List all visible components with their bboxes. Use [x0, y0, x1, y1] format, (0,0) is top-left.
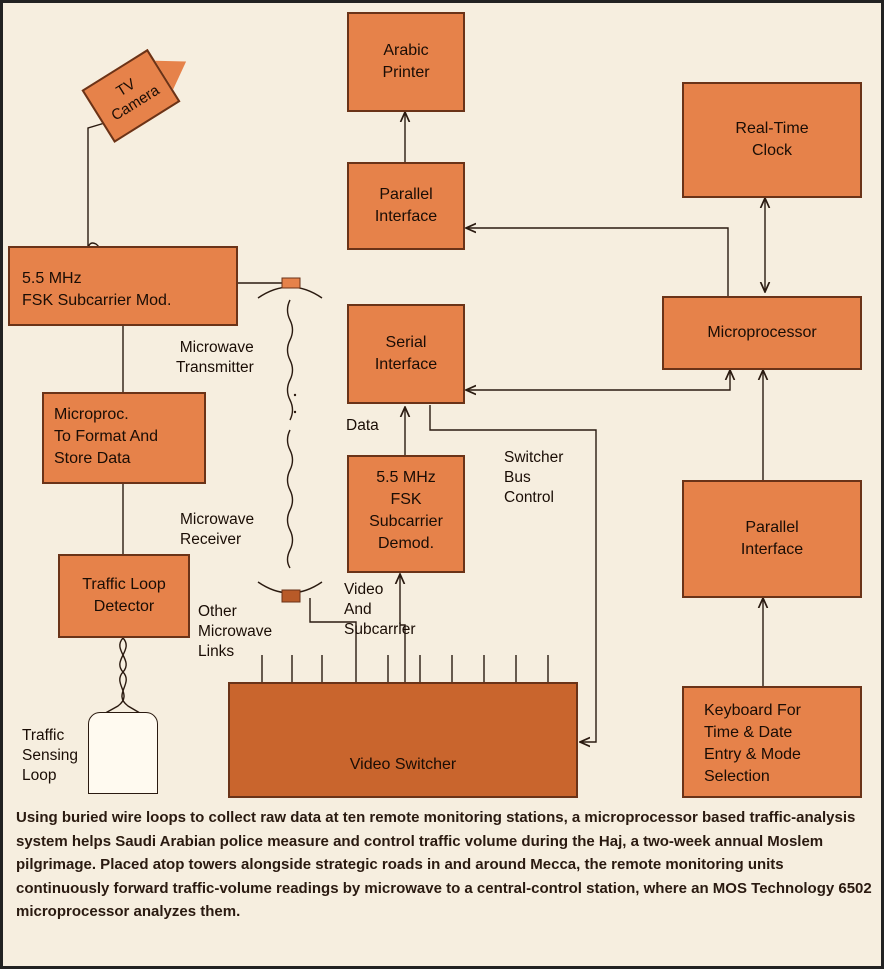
loop-twisted-wire-2 — [119, 637, 146, 717]
real-time-clock-box: Real-Time Clock — [682, 82, 862, 198]
parallel-interface-right-box: Parallel Interface — [682, 480, 862, 598]
microwave-receiver-label: Microwave Receiver — [180, 511, 255, 548]
traffic-sensing-loop-label: Traffic Sensing Loop — [22, 727, 79, 784]
arabic-printer-box: Arabic Printer — [347, 12, 465, 112]
traffic-sensing-loop — [88, 712, 158, 794]
fsk-demod-box: 5.5 MHz FSK Subcarrier Demod. — [347, 455, 465, 573]
figure-caption: Using buried wire loops to collect raw d… — [16, 809, 872, 921]
micro-to-parallel-line — [466, 228, 729, 296]
switcher-bus-control-label: Switcher Bus Control — [504, 449, 564, 506]
keyboard-box: Keyboard For Time & Date Entry & Mode Se… — [682, 686, 862, 798]
microprocessor-box: Microprocessor — [662, 296, 862, 370]
other-microwave-links-label: Other Microwave Links — [198, 603, 273, 660]
micro-to-serial-line — [466, 370, 730, 390]
camera-cable — [87, 121, 109, 260]
microwave-transmitter-label: Microwave Transmitter — [176, 339, 254, 376]
microwave-signal — [286, 299, 294, 421]
transmitter-feed-icon — [281, 277, 301, 289]
traffic-loop-detector-box: Traffic Loop Detector — [58, 554, 190, 638]
receiver-feed-icon — [281, 589, 301, 603]
parallel-interface-top-box: Parallel Interface — [347, 162, 465, 250]
transmitter-dish-icon — [257, 286, 323, 299]
data-label: Data — [346, 417, 379, 434]
microproc-format-box: Microproc. To Format And Store Data — [42, 392, 206, 484]
receiver-to-switcher-line — [309, 598, 357, 682]
loop-twisted-wire — [99, 637, 127, 717]
video-subcarrier-line — [400, 574, 406, 682]
video-switcher-box: Video Switcher — [228, 682, 578, 798]
video-and-subcarrier-label: Video And Subcarrier — [344, 581, 416, 638]
serial-interface-box: Serial Interface — [347, 304, 465, 404]
fsk-subcarrier-mod-box: 5.5 MHz FSK Subcarrier Mod. — [8, 246, 238, 326]
switcher-bus-control-line — [429, 405, 597, 742]
